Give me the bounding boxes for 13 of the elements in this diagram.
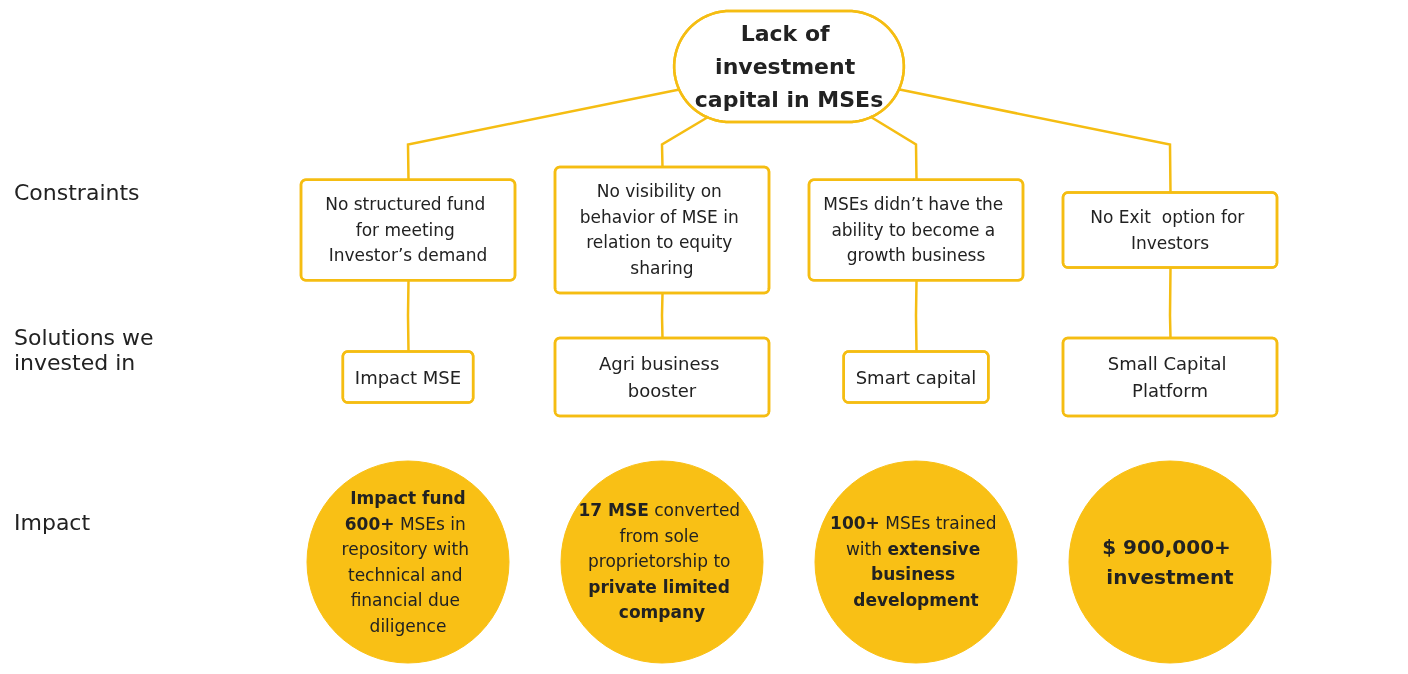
row-label: Solutions we invested in <box>14 325 155 375</box>
connector <box>899 88 1172 193</box>
connector <box>660 293 664 339</box>
row-label: Impact <box>14 510 92 535</box>
connector <box>1168 268 1172 339</box>
node-circle: 100+ MSEs trained with extensive business development <box>814 460 1018 664</box>
connector <box>660 116 708 168</box>
node-circle: 17 MSE converted from sole proprietorship to private limited company <box>560 460 764 664</box>
connector <box>406 280 410 352</box>
node-circle: $ 900,000+ investment <box>1068 460 1272 664</box>
row-label: Constraints <box>14 180 141 205</box>
node-circle: Impact fund 600+ MSEs in repository with technical and financial due diligence <box>306 460 510 664</box>
connector <box>914 280 918 352</box>
